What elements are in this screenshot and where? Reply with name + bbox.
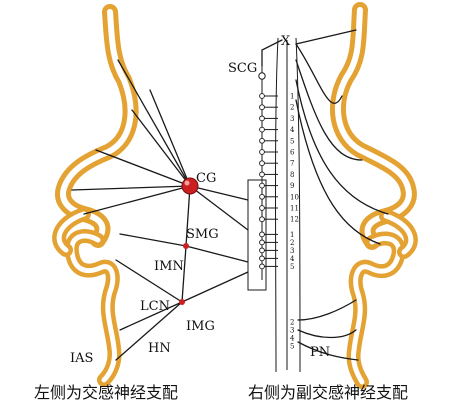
parasympathetic-nerves (261, 29, 389, 361)
segment-number: 7 (290, 160, 294, 168)
label-scg: SCG (228, 61, 257, 76)
segment-number: 8 (290, 171, 294, 179)
left-gut (52, 4, 139, 387)
chain-ganglion (259, 205, 265, 211)
segment-number: 11 (290, 205, 299, 213)
segment-number: 5 (290, 137, 294, 145)
segment-number: 5 (290, 263, 294, 271)
chain-ganglion (259, 160, 265, 167)
right-intestine (379, 209, 418, 259)
segment-number: 4 (290, 255, 295, 263)
spinal-cord (275, 37, 301, 373)
scg-ganglion (258, 72, 266, 80)
smg-ganglion (183, 243, 189, 249)
left-stomach (55, 4, 139, 248)
chain-ganglion (259, 263, 265, 270)
segment-number: 1 (290, 231, 294, 239)
label-ias: IAS (70, 351, 93, 366)
label-pn: PN (310, 345, 330, 360)
segment-number: 1 (290, 93, 294, 101)
label-smg: SMG (186, 227, 219, 242)
label-img: IMG (186, 319, 215, 334)
label-x: X (281, 34, 291, 49)
ganglia (179, 72, 266, 305)
chain-ganglion (259, 231, 265, 238)
img-ganglion (179, 299, 185, 305)
chain-ganglion (259, 126, 265, 133)
segment-number: 5 (290, 343, 294, 351)
label-hn: HN (148, 341, 171, 356)
segment-number: 3 (290, 327, 294, 335)
segment-number: 3 (290, 247, 294, 255)
chain-ganglion (259, 255, 265, 262)
labels: CG SMG IMN LCN IMG HN IAS SCG PN X (70, 34, 330, 366)
left-intestine (52, 207, 91, 257)
segment-number: 10 (290, 193, 299, 201)
sympathetic-nerves (71, 59, 249, 361)
chain-ganglion (259, 171, 265, 178)
cg-ganglion-highlight (184, 180, 190, 186)
chain-ganglion (259, 193, 265, 200)
label-cg: CG (196, 171, 216, 186)
chain-ganglion (259, 182, 265, 189)
chain-ganglion (259, 247, 265, 254)
label-lcn: LCN (140, 299, 170, 314)
chain-ganglion (259, 149, 265, 155)
segment-number: 9 (290, 182, 294, 190)
captions: 左侧为交感神经支配 右侧为副交感神经支配 (34, 383, 408, 402)
segment-number: 2 (290, 319, 294, 327)
segment-number: 2 (290, 104, 294, 112)
chain-ganglion (259, 104, 265, 111)
segment-number: 12 (290, 216, 299, 224)
right-stomach (329, 2, 417, 250)
caption-left-sympathetic: 左侧为交感神经支配 (34, 383, 178, 402)
chain-ganglion (259, 93, 265, 99)
segment-number: 6 (290, 149, 295, 157)
chain-ganglion (259, 239, 265, 246)
chain-ganglion (259, 115, 265, 122)
right-colon (346, 231, 406, 389)
segment-number: 3 (290, 115, 294, 123)
label-imn: IMN (154, 259, 184, 274)
chain-ganglion (259, 216, 265, 223)
segment-number: 4 (290, 335, 295, 343)
segment-number: 2 (290, 239, 294, 247)
right-gut (329, 2, 418, 389)
caption-right-parasympathetic: 右侧为副交感神经支配 (248, 383, 408, 402)
segment-number: 4 (290, 126, 295, 134)
segment-rungs (259, 93, 278, 270)
chain-ganglion (259, 137, 265, 144)
